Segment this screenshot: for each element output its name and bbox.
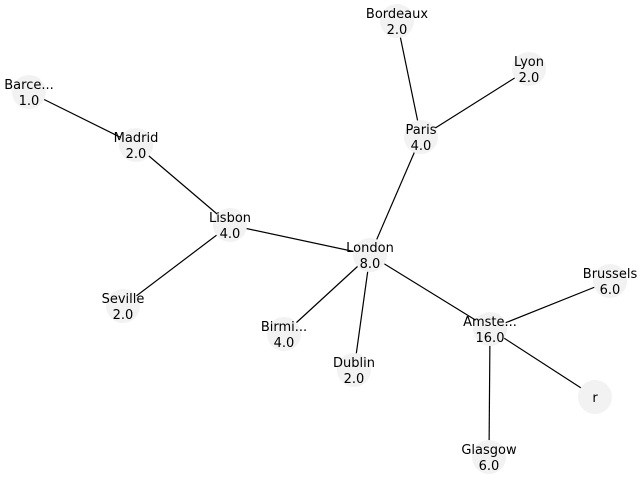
- edge-lisbon-madrid: [135, 144, 231, 226]
- node-circle: [267, 317, 301, 351]
- node-name-label: Lyon: [514, 55, 544, 70]
- edge-london-lisbon: [229, 224, 371, 256]
- edge-amsterdam-r: [489, 328, 596, 398]
- node-name-label: London: [346, 241, 394, 256]
- node-value-label: 2.0: [519, 71, 540, 86]
- node-name-label: Seville: [102, 292, 145, 307]
- edge-london-amsterdam: [369, 254, 491, 330]
- node-circle: [472, 440, 506, 474]
- node-circle: [512, 52, 546, 86]
- node-name-label: Lisbon: [209, 211, 251, 226]
- edge-paris-lyon: [420, 68, 530, 138]
- node-barcelona[interactable]: Barce...1.0: [4, 75, 54, 109]
- node-name-label: Madrid: [114, 131, 159, 146]
- node-value-label: 8.0: [360, 257, 381, 272]
- node-name-label: r: [592, 391, 598, 406]
- node-value-label: 16.0: [476, 331, 505, 346]
- node-circle: [213, 208, 247, 242]
- node-value-label: 4.0: [274, 336, 295, 351]
- node-value-label: 1.0: [19, 94, 40, 109]
- node-name-label: Dublin: [333, 356, 375, 371]
- node-value-label: 4.0: [220, 227, 241, 242]
- node-value-label: 6.0: [600, 283, 621, 298]
- node-circle: [578, 380, 612, 414]
- node-value-label: 2.0: [387, 23, 408, 38]
- node-name-label: Glasgow: [461, 443, 517, 458]
- node-name-label: Brussels: [583, 267, 638, 282]
- node-circle: [473, 312, 507, 346]
- edge-london-dublin: [353, 254, 371, 371]
- edge-madrid-barcelona: [28, 91, 137, 146]
- node-amsterdam[interactable]: Amste...16.0: [463, 312, 517, 346]
- node-value-label: 2.0: [113, 308, 134, 323]
- node-circle: [593, 264, 627, 298]
- node-value-label: 2.0: [344, 372, 365, 387]
- edge-london-birmingham: [283, 254, 371, 335]
- nodes-layer: London8.0Paris4.0Bordeaux2.0Lyon2.0Lisbo…: [4, 4, 637, 474]
- node-r[interactable]: r: [578, 380, 612, 414]
- node-name-label: Paris: [406, 123, 437, 138]
- edges-layer: [28, 20, 611, 458]
- node-name-label: Bordeaux: [366, 7, 428, 22]
- edge-paris-bordeaux: [396, 20, 422, 138]
- edge-amsterdam-glasgow: [488, 328, 491, 458]
- node-name-label: Amste...: [463, 315, 517, 330]
- node-name-label: Barce...: [4, 78, 54, 93]
- node-value-label: 2.0: [126, 147, 147, 162]
- node-circle: [119, 128, 153, 162]
- edge-amsterdam-brussels: [489, 280, 611, 330]
- node-circle: [106, 289, 140, 323]
- edge-london-paris: [369, 136, 422, 256]
- node-birmingham[interactable]: Birmi...4.0: [261, 317, 307, 351]
- node-circle: [353, 238, 387, 272]
- node-value-label: 6.0: [479, 459, 500, 474]
- node-circle: [380, 4, 414, 38]
- node-value-label: 4.0: [411, 139, 432, 154]
- node-circle: [337, 353, 371, 387]
- node-circle: [12, 75, 46, 109]
- edge-lisbon-seville: [122, 224, 231, 307]
- node-circle: [404, 120, 438, 154]
- node-name-label: Birmi...: [261, 320, 307, 335]
